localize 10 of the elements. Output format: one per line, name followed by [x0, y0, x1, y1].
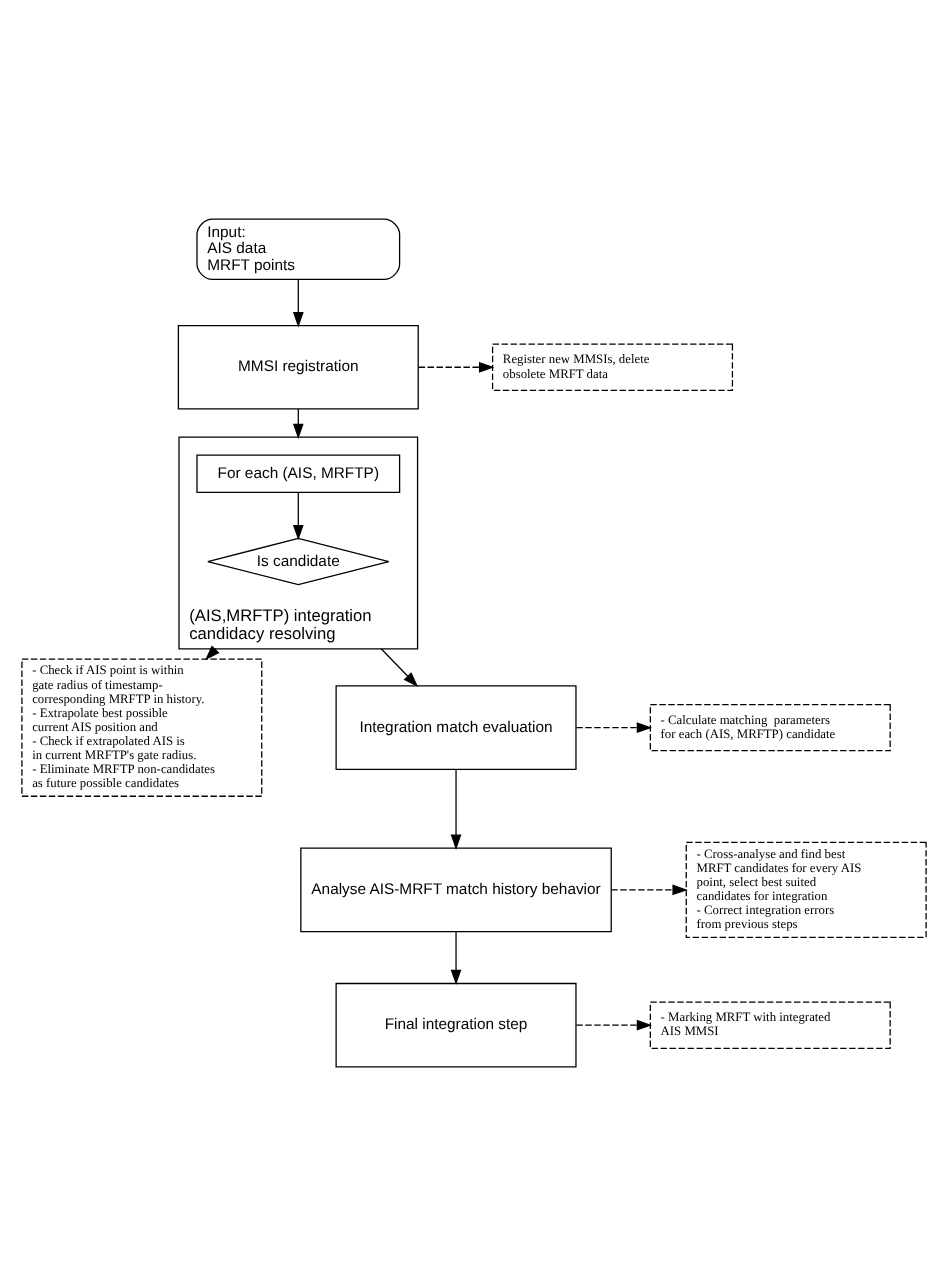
arrow	[417, 360, 495, 372]
arrow	[575, 1018, 653, 1030]
arrow	[575, 721, 653, 733]
arrow	[610, 883, 688, 895]
arrow	[292, 278, 304, 327]
arrow	[450, 768, 462, 849]
arrow	[292, 491, 304, 540]
arrow	[380, 647, 419, 687]
arrow	[450, 930, 462, 985]
arrow	[205, 644, 220, 660]
